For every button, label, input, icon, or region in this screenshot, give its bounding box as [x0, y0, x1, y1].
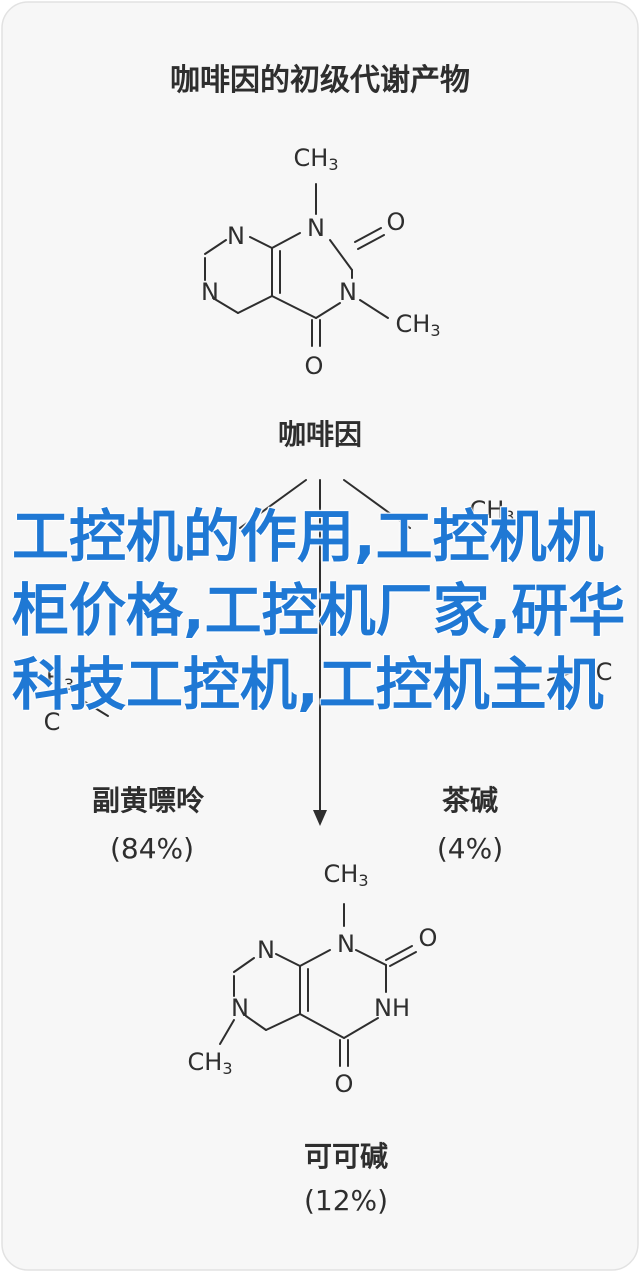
bond — [219, 1019, 235, 1045]
theophylline-percent: (12%) — [304, 1184, 388, 1217]
theophylline-label: 可可碱 — [304, 1140, 388, 1173]
arrowhead — [313, 810, 327, 826]
bond — [359, 299, 389, 319]
overlay-headline: 工控机的作用,工控机机柜价格,工控机厂家,研华科技工控机,工控机主机 — [12, 504, 626, 718]
caffeine-label: 咖啡因 — [278, 418, 362, 451]
bond — [355, 949, 387, 966]
bond — [81, 699, 109, 717]
bond — [357, 234, 385, 250]
bond — [385, 945, 413, 961]
bond — [249, 236, 273, 249]
atom-n: N — [227, 222, 245, 250]
bond — [265, 1013, 301, 1031]
bond — [299, 1013, 345, 1039]
theobromine-percent: (4%) — [437, 832, 503, 865]
atom-o: O — [335, 1070, 354, 1098]
arrow-to-theobromine — [343, 479, 411, 529]
atom-nh: NH — [374, 994, 410, 1022]
arrow-to-paraxanthine — [239, 479, 307, 529]
theobromine-label: 茶碱 — [442, 784, 498, 817]
bond — [315, 302, 341, 319]
diagram-title: 咖啡因的初级代谢产物 — [170, 63, 470, 98]
bond — [271, 232, 301, 249]
bond — [233, 957, 255, 973]
atom-n: N — [231, 994, 249, 1022]
bond — [299, 949, 331, 967]
bond — [245, 1015, 267, 1031]
atom-n: N — [307, 214, 325, 242]
caffeine-structure: CH3 N O N CH3 O N N — [201, 144, 440, 380]
bond — [547, 669, 581, 681]
bond — [212, 297, 239, 314]
atom-c: C — [596, 658, 613, 686]
atom-c: C — [44, 708, 61, 736]
paraxanthine-percent: (84%) — [110, 832, 194, 865]
bond — [343, 1017, 379, 1039]
paraxanthine-structure-partial: H3 C — [44, 664, 109, 736]
bond — [329, 239, 353, 271]
atom-n: N — [201, 278, 219, 306]
theobromine-structure-partial: CH3 C — [470, 496, 613, 686]
bond — [275, 953, 301, 967]
bond — [354, 227, 382, 243]
atom-n: N — [339, 278, 357, 306]
metabolism-arrows — [239, 479, 411, 826]
atom-o: O — [387, 208, 406, 236]
atom-n: N — [337, 930, 355, 958]
bond — [389, 951, 417, 967]
atom-o: O — [305, 352, 324, 380]
bond — [271, 295, 317, 319]
bond — [237, 295, 273, 314]
atom-o: O — [419, 924, 438, 952]
paraxanthine-label: 副黄嘌呤 — [92, 784, 205, 817]
bond — [204, 239, 227, 255]
atom-n: N — [257, 936, 275, 964]
